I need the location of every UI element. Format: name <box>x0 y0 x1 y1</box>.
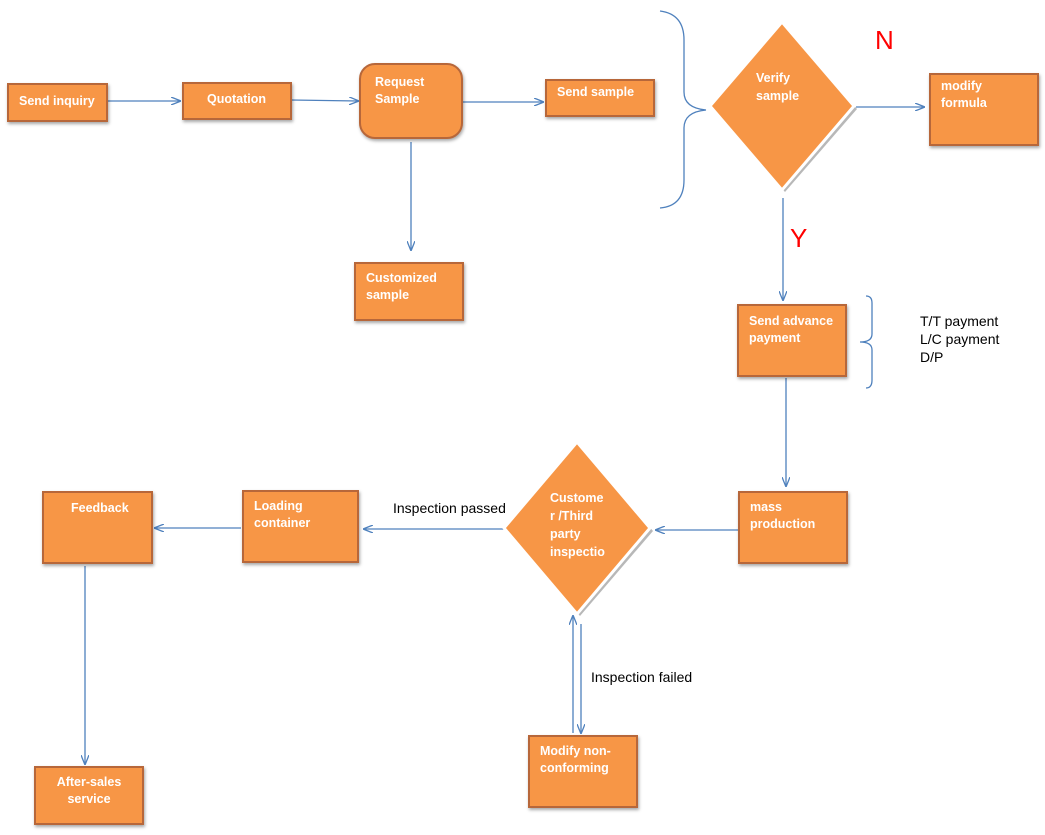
inspection-diamond <box>502 439 652 617</box>
edge-quotation-to-request-sample <box>290 100 358 101</box>
customized-sample-box: Customized sample <box>354 262 464 321</box>
after-sales-service-box: After-sales service <box>34 766 144 825</box>
payment-terms-text: T/T payment L/C payment D/P <box>920 313 1000 365</box>
send-advance-payment-box: Send advance payment <box>737 304 847 377</box>
send-sample-box: Send sample <box>545 79 655 117</box>
modify-formula-box: modify formula <box>929 73 1039 146</box>
verify-sample-label: Verify sample <box>756 71 800 103</box>
bracket-payment-terms <box>859 295 873 389</box>
loading-container-box: Loading container <box>242 490 359 563</box>
request-sample-box: Request Sample <box>359 63 463 139</box>
feedback-box: Feedback <box>42 491 153 564</box>
no-label: N <box>875 25 894 55</box>
yes-label: Y <box>790 223 808 253</box>
mass-production-box: mass production <box>738 491 848 564</box>
inspection-failed-label: Inspection failed <box>591 669 693 685</box>
modify-nonconforming-box: Modify non- conforming <box>528 735 638 808</box>
inspection-label: Custome r /Third party inspectio <box>550 491 605 559</box>
verify-sample-diamond <box>708 19 856 193</box>
brace-send-sample-to-verify <box>659 10 707 209</box>
send-inquiry-box: Send inquiry <box>7 83 108 122</box>
inspection-passed-label: Inspection passed <box>393 500 506 516</box>
quotation-box: Quotation <box>182 82 292 120</box>
